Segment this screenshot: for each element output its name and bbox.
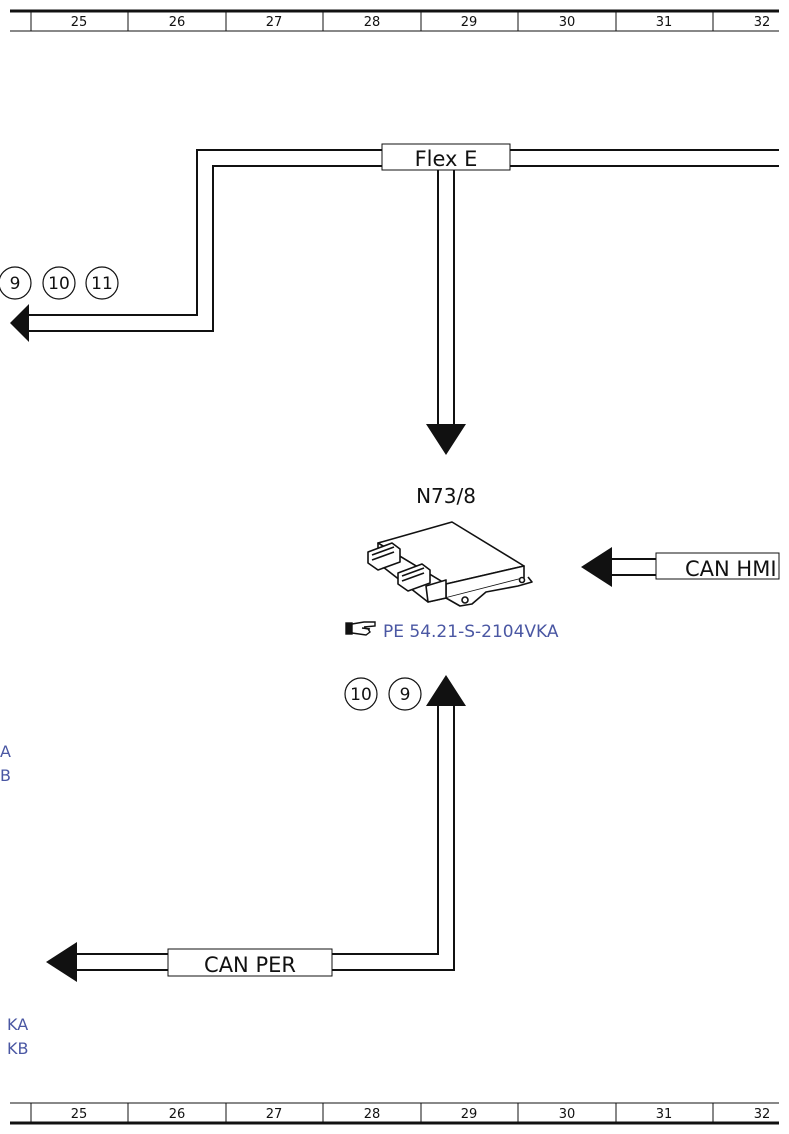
flex-e-label-box [381, 143, 511, 171]
circled-ref: 10 [350, 685, 372, 705]
flex-e-label: Flex E [415, 147, 478, 171]
can-per-bus [76, 705, 455, 971]
side-ref-a: A [0, 742, 11, 761]
top-ruler: 25 26 27 28 29 30 31 32 [10, 9, 779, 32]
ruler-bottom-col-31: 31 [656, 1107, 673, 1122]
circled-ref: 10 [48, 274, 70, 294]
circled-ref: 9 [400, 685, 411, 705]
component-id: N73/8 [416, 484, 476, 508]
ruler-bottom-col-25: 25 [71, 1107, 88, 1122]
pointing-hand-icon [345, 621, 376, 636]
ruler-top-col-25: 25 [71, 15, 88, 30]
can-hmi-label-box [655, 552, 780, 580]
ruler-top-col-30: 30 [559, 15, 576, 30]
can-per-label-box [167, 948, 333, 977]
can-per-label: CAN PER [204, 953, 296, 977]
flex-e-down-arrowhead [426, 424, 466, 455]
component-reference: PE 54.21-S-2104VKA [383, 622, 559, 642]
ruler-bottom-col-27: 27 [266, 1107, 283, 1122]
ruler-bottom-col-32: 32 [754, 1107, 771, 1122]
can-hmi-label: CAN HMI [685, 557, 777, 581]
ruler-top-col-31: 31 [656, 15, 673, 30]
circled-refs-top: 9 10 11 [0, 266, 119, 300]
circled-ref: 11 [91, 274, 113, 294]
ruler-top-col-26: 26 [169, 15, 186, 30]
flex-e-left-arrowhead [10, 304, 29, 342]
ruler-top-col-27: 27 [266, 15, 283, 30]
side-ref-ka: KA [7, 1015, 28, 1034]
ruler-bottom-col-26: 26 [169, 1107, 186, 1122]
ruler-bottom-col-30: 30 [559, 1107, 576, 1122]
ruler-top-col-32: 32 [754, 15, 771, 30]
ruler-bottom-col-28: 28 [364, 1107, 381, 1122]
ruler-top-col-28: 28 [364, 15, 381, 30]
bottom-ruler: 25 26 27 28 29 30 31 32 [10, 1102, 779, 1125]
side-ref-kb: KB [7, 1039, 28, 1058]
flex-e-bus [28, 149, 779, 426]
circled-refs-mid: 10 9 [344, 677, 422, 711]
side-ref-b: B [0, 766, 11, 785]
can-hmi-bus [611, 558, 656, 576]
ruler-top-col-29: 29 [461, 15, 478, 30]
control-unit-icon [367, 521, 533, 607]
circled-ref: 9 [10, 274, 21, 294]
can-hmi-arrowhead [581, 547, 612, 587]
ruler-bottom-col-29: 29 [461, 1107, 478, 1122]
can-per-left-arrowhead [46, 942, 77, 982]
can-per-up-arrowhead [426, 675, 466, 706]
